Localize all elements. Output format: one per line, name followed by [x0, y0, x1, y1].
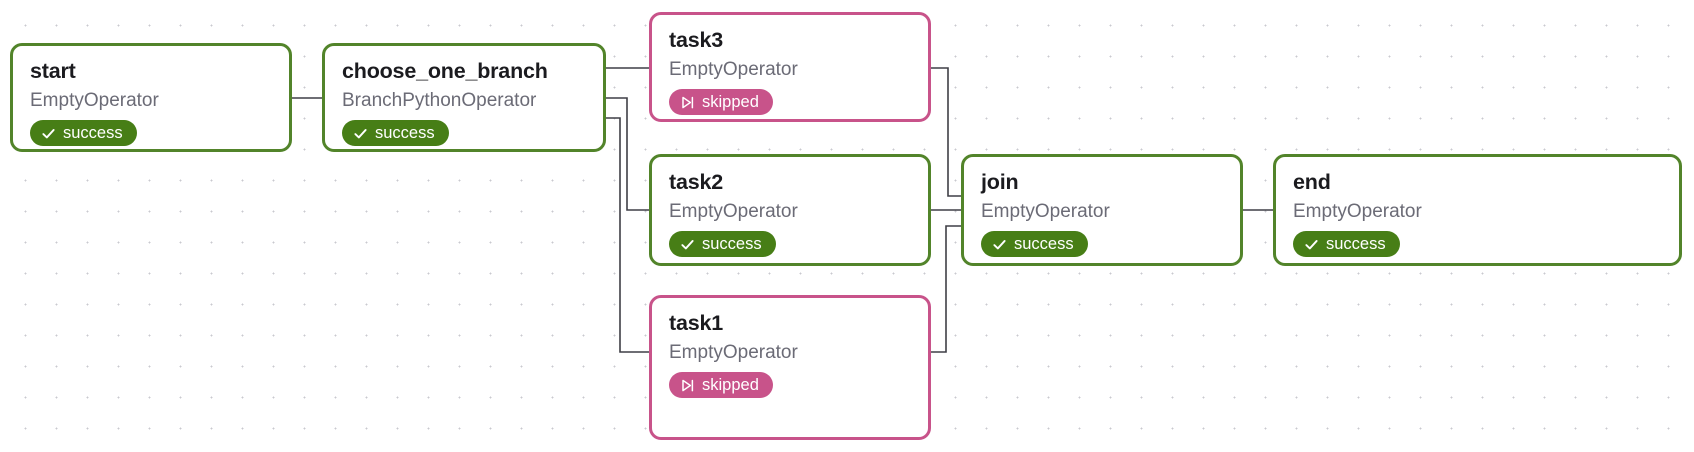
check-icon — [680, 237, 695, 252]
node-title: task3 — [669, 28, 723, 52]
check-icon — [353, 126, 368, 141]
node-title: task2 — [669, 170, 723, 194]
status-badge-label: skipped — [702, 92, 759, 111]
node-operator-type: EmptyOperator — [1293, 201, 1422, 223]
edge-task1-to-join — [931, 225, 961, 353]
status-badge[interactable]: success — [981, 230, 1088, 258]
edge-task3-to-join — [931, 67, 961, 197]
check-icon — [41, 126, 56, 141]
check-icon — [992, 237, 1007, 252]
status-badge-label: success — [1014, 234, 1074, 253]
node-title: choose_one_branch — [342, 59, 548, 83]
status-badge[interactable]: skipped — [669, 371, 773, 399]
skip-forward-icon — [680, 95, 695, 110]
node-operator-type: EmptyOperator — [669, 342, 798, 364]
node-title: start — [30, 59, 76, 83]
status-badge[interactable]: skipped — [669, 88, 773, 116]
node-operator-type: BranchPythonOperator — [342, 90, 537, 112]
node-title: task1 — [669, 311, 723, 335]
status-badge[interactable]: success — [342, 119, 449, 147]
node-operator-type: EmptyOperator — [669, 201, 798, 223]
node-title: join — [981, 170, 1019, 194]
status-badge-label: success — [375, 123, 435, 142]
check-icon — [1304, 237, 1319, 252]
node-operator-type: EmptyOperator — [30, 90, 159, 112]
status-badge-label: success — [63, 123, 123, 142]
status-badge[interactable]: success — [30, 119, 137, 147]
status-badge[interactable]: success — [1293, 230, 1400, 258]
status-badge-label: success — [702, 234, 762, 253]
status-badge-label: success — [1326, 234, 1386, 253]
node-operator-type: EmptyOperator — [669, 59, 798, 81]
node-title: end — [1293, 170, 1331, 194]
status-badge-label: skipped — [702, 375, 759, 394]
edge-choose_one_branch-to-task1 — [606, 117, 649, 353]
node-operator-type: EmptyOperator — [981, 201, 1110, 223]
status-badge[interactable]: success — [669, 230, 776, 258]
skip-forward-icon — [680, 378, 695, 393]
edge-choose_one_branch-to-task2 — [606, 97, 649, 211]
